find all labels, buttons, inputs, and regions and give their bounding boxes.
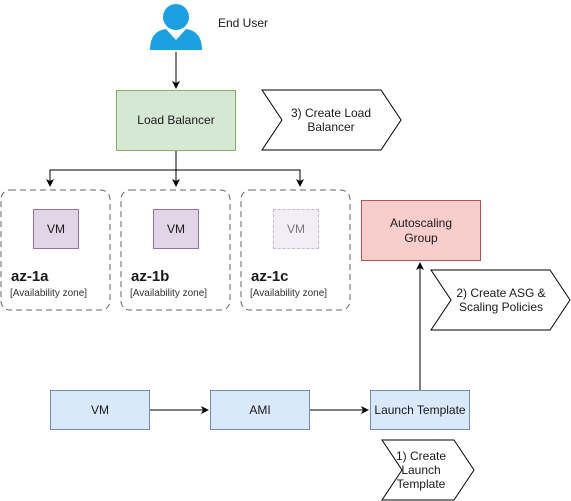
az-1b-container <box>120 189 231 311</box>
load-balancer-node[interactable]: Load Balancer <box>116 90 236 151</box>
vm-source-label: VM <box>91 402 109 417</box>
az-1c-type: [Availability zone] <box>250 288 328 299</box>
step-1-label: 1) Create Launch Template <box>395 449 447 491</box>
az-1a-container <box>0 189 111 311</box>
az-1c-name: az-1c <box>251 268 289 285</box>
load-balancer-label: Load Balancer <box>137 113 215 127</box>
step-3-shape <box>261 89 402 151</box>
vm-az-1b[interactable]: VM <box>153 209 199 249</box>
autoscaling-group-node[interactable]: Autoscaling Group <box>361 200 481 261</box>
step-3-label: 3) Create Load Balancer <box>290 106 372 134</box>
vm-source-node[interactable]: VM <box>50 390 150 430</box>
step-2-label: 2) Create ASG & Scaling Policies <box>456 286 546 314</box>
autoscaling-group-label: Autoscaling Group <box>389 215 453 245</box>
launch-template-label: Launch Template <box>374 402 466 417</box>
vm-az-1a[interactable]: VM <box>33 209 79 249</box>
ami-label: AMI <box>249 402 271 417</box>
end-user-label: End User <box>218 16 269 30</box>
step-2-shape <box>430 269 571 331</box>
user-icon <box>150 4 202 50</box>
step-1-shape <box>381 439 475 501</box>
az-1c-container <box>240 189 351 311</box>
edge-lb-to-zones <box>46 151 304 187</box>
launch-template-node[interactable]: Launch Template <box>370 390 470 430</box>
az-1b-name: az-1b <box>131 268 170 285</box>
az-1a-name: az-1a <box>11 268 49 285</box>
az-1b-type: [Availability zone] <box>130 288 208 299</box>
vm-az-1c[interactable]: VM <box>273 209 319 249</box>
az-1a-type: [Availability zone] <box>10 288 88 299</box>
ami-node[interactable]: AMI <box>210 390 310 430</box>
